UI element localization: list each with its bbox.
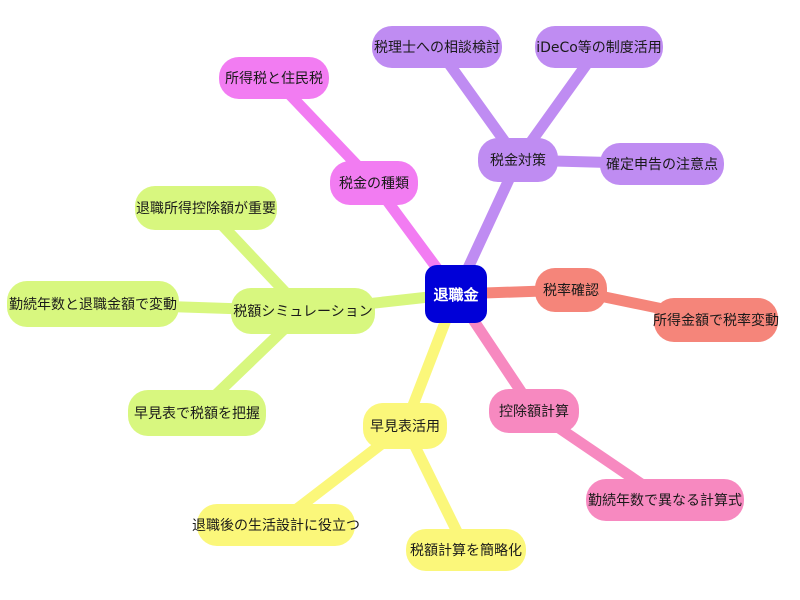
tax-measures-child-node-0[interactable]: 税理士への相談検討	[372, 26, 502, 68]
simulation-child-node-2-label: 早見表で税額を把握	[134, 406, 260, 422]
deduction-branch-node-label: 控除額計算	[499, 404, 569, 420]
simulation-child-node-0[interactable]: 退職所得控除額が重要	[135, 186, 277, 230]
quick-table-branch-node-label: 早見表活用	[370, 419, 440, 435]
quick-table-branch-node[interactable]: 早見表活用	[363, 403, 447, 449]
root-node[interactable]: 退職金	[425, 265, 487, 323]
tax-measures-branch-node-label: 税金対策	[490, 153, 546, 169]
tax-measures-child-node-1-label: iDeCo等の制度活用	[536, 40, 662, 56]
simulation-branch-node[interactable]: 税額シミュレーション	[231, 288, 375, 334]
root-node-label: 退職金	[433, 285, 479, 304]
tax-types-child-node-0[interactable]: 所得税と住民税	[219, 57, 329, 99]
quick-table-child-node-0[interactable]: 退職後の生活設計に役立つ	[192, 504, 360, 546]
tax-measures-child-node-0-label: 税理士への相談検討	[374, 40, 500, 56]
quick-table-child-node-1[interactable]: 税額計算を簡略化	[406, 529, 526, 571]
quick-table-child-node-0-label: 退職後の生活設計に役立つ	[192, 518, 360, 534]
tax-rate-branch-node-label: 税率確認	[543, 283, 599, 299]
simulation-child-node-1[interactable]: 勤続年数と退職金額で変動	[7, 281, 179, 327]
simulation-child-node-2[interactable]: 早見表で税額を把握	[128, 390, 266, 436]
tax-rate-branch-node[interactable]: 税率確認	[535, 268, 607, 312]
tax-types-branch-node[interactable]: 税金の種類	[330, 161, 418, 205]
tax-rate-child-node-0[interactable]: 所得金額で税率変動	[653, 298, 779, 342]
tax-types-branch-node-label: 税金の種類	[339, 176, 409, 192]
tax-rate-child-node-0-label: 所得金額で税率変動	[653, 313, 779, 329]
tax-measures-child-node-2[interactable]: 確定申告の注意点	[600, 143, 724, 185]
connector-lines	[87, 41, 722, 556]
tax-types-child-node-0-label: 所得税と住民税	[225, 71, 323, 87]
deduction-child-node-0-label: 勤続年数で異なる計算式	[588, 493, 742, 509]
tax-measures-child-node-2-label: 確定申告の注意点	[606, 157, 718, 173]
simulation-child-node-0-label: 退職所得控除額が重要	[136, 201, 276, 217]
tax-measures-branch-node[interactable]: 税金対策	[478, 138, 558, 182]
quick-table-child-node-1-label: 税額計算を簡略化	[410, 543, 522, 559]
deduction-child-node-0[interactable]: 勤続年数で異なる計算式	[586, 479, 744, 521]
simulation-branch-node-label: 税額シミュレーション	[233, 304, 373, 320]
tax-measures-child-node-1[interactable]: iDeCo等の制度活用	[535, 26, 663, 68]
deduction-branch-node[interactable]: 控除額計算	[489, 389, 579, 433]
simulation-child-node-1-label: 勤続年数と退職金額で変動	[9, 297, 177, 313]
